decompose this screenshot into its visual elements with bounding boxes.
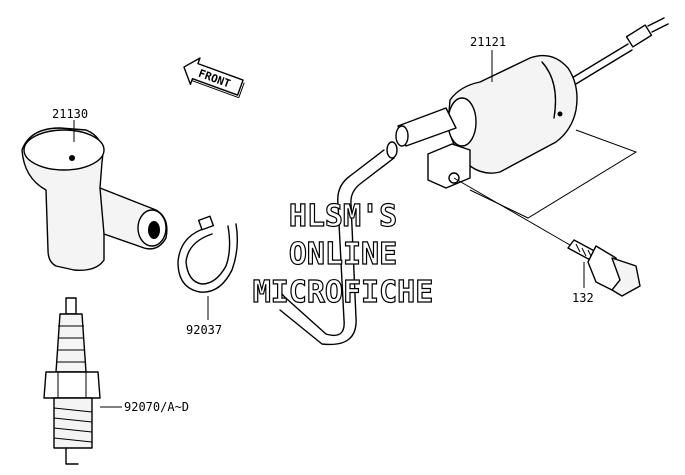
hightension-lead: [277, 141, 398, 346]
watermark-line2: ONLINE: [289, 237, 397, 272]
clamp: [177, 215, 239, 293]
label-21121: 21121: [470, 35, 506, 49]
front-arrow: FRONT: [183, 57, 245, 99]
plug-cap: [21, 127, 168, 271]
bolt: [567, 239, 641, 297]
ignition-coil: [395, 17, 669, 253]
label-92070: 92070/A~D: [124, 400, 189, 414]
watermark-line3: MICROFICHE: [253, 275, 434, 310]
spark-plug: [43, 297, 101, 465]
label-132: 132: [572, 291, 594, 305]
label-21130: 21130: [52, 107, 88, 121]
watermark-line1: HLSM'S: [289, 199, 397, 234]
label-92037: 92037: [186, 323, 222, 337]
